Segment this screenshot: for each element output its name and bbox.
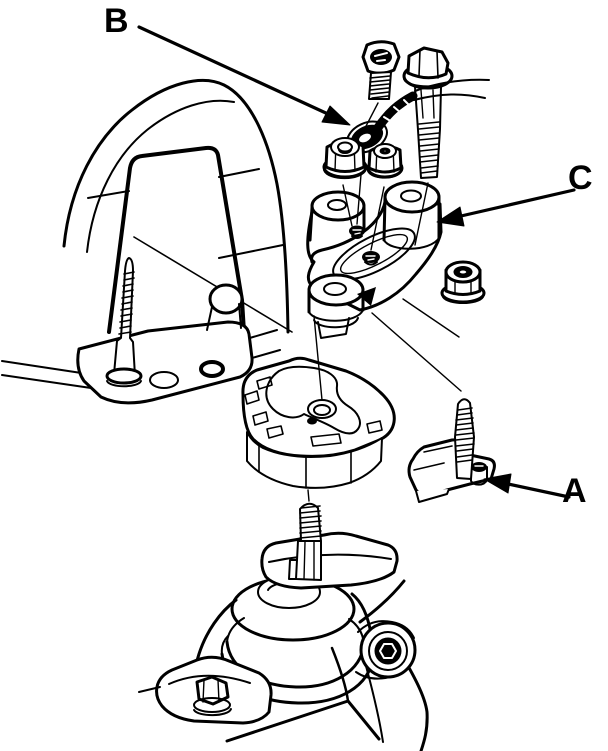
arm-bolt xyxy=(374,637,402,665)
body-mount-bracket xyxy=(76,257,254,405)
callout-c-arrow xyxy=(436,188,576,227)
flange-nut-2 xyxy=(366,143,404,179)
harness-wires xyxy=(413,78,490,101)
bracket-flange-nut xyxy=(440,260,486,304)
mount-stud xyxy=(295,540,322,581)
harness-bracket-stud xyxy=(407,398,496,503)
flange-bolt xyxy=(402,46,454,179)
socket-bolt xyxy=(361,40,401,100)
mount-arm xyxy=(358,579,406,624)
subframe-line xyxy=(225,699,381,743)
base-bolt xyxy=(195,675,230,706)
body-stud xyxy=(113,257,136,377)
bracket-stud-2 xyxy=(362,251,380,263)
callout-c-label: C xyxy=(568,159,593,197)
callout-a-label: A xyxy=(562,472,587,510)
leader-spacer-to-mount xyxy=(307,489,310,502)
mount-top-plate xyxy=(260,531,399,590)
mount-spacer xyxy=(241,356,396,489)
callout-b-arrow xyxy=(137,25,351,126)
leader-lines xyxy=(313,102,462,401)
wheel-arch xyxy=(62,78,290,334)
flange-nut-1 xyxy=(322,137,368,180)
frame-rail xyxy=(1,360,92,389)
bracket-stud-1 xyxy=(349,225,365,237)
callout-b-label: B xyxy=(104,2,129,40)
callout-a-arrow xyxy=(483,473,571,499)
engine-side-mount xyxy=(138,502,429,751)
mount-bracket-c xyxy=(306,180,443,339)
locating-knob xyxy=(208,283,244,315)
